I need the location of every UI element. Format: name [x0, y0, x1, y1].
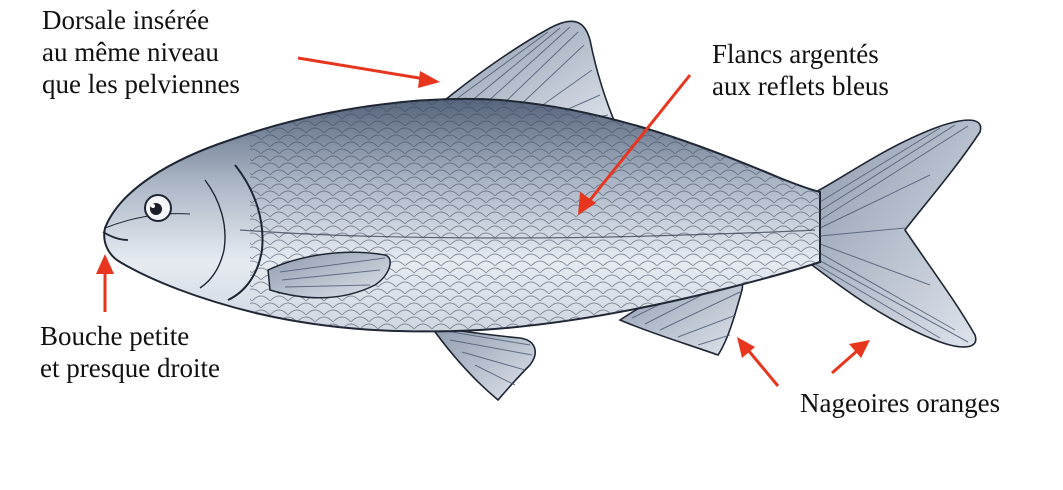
label-bouche-line-2: et presque droite	[40, 353, 220, 383]
caudal-fin	[809, 119, 982, 348]
label-dorsal-line-1: Dorsale insérée	[42, 5, 210, 35]
pelvic-fin	[428, 323, 536, 402]
fish-mouth	[102, 231, 129, 241]
label-dorsal: Dorsale insérée au même niveau que les p…	[42, 4, 240, 100]
label-bouche-line-1: Bouche petite	[40, 321, 190, 351]
arrow-caudal	[831, 349, 858, 375]
label-bouche: Bouche petite et presque droite	[40, 320, 220, 384]
arrow-anal	[746, 349, 780, 387]
label-nageoires: Nageoires oranges	[800, 387, 1000, 419]
arrow-dorsal	[297, 56, 426, 81]
operculum	[227, 164, 264, 301]
label-nageoires-line-1: Nageoires oranges	[800, 388, 1001, 418]
label-flancs: Flancs argentés aux reflets bleus	[712, 38, 889, 102]
label-dorsal-line-2: au même niveau	[42, 37, 219, 67]
label-flancs-line-1: Flancs argentés	[712, 39, 879, 69]
arrows	[96, 56, 870, 387]
arrow-flancs	[588, 74, 692, 201]
label-dorsal-line-3: que les pelviennes	[42, 69, 240, 99]
label-flancs-line-2: aux reflets bleus	[712, 71, 889, 101]
